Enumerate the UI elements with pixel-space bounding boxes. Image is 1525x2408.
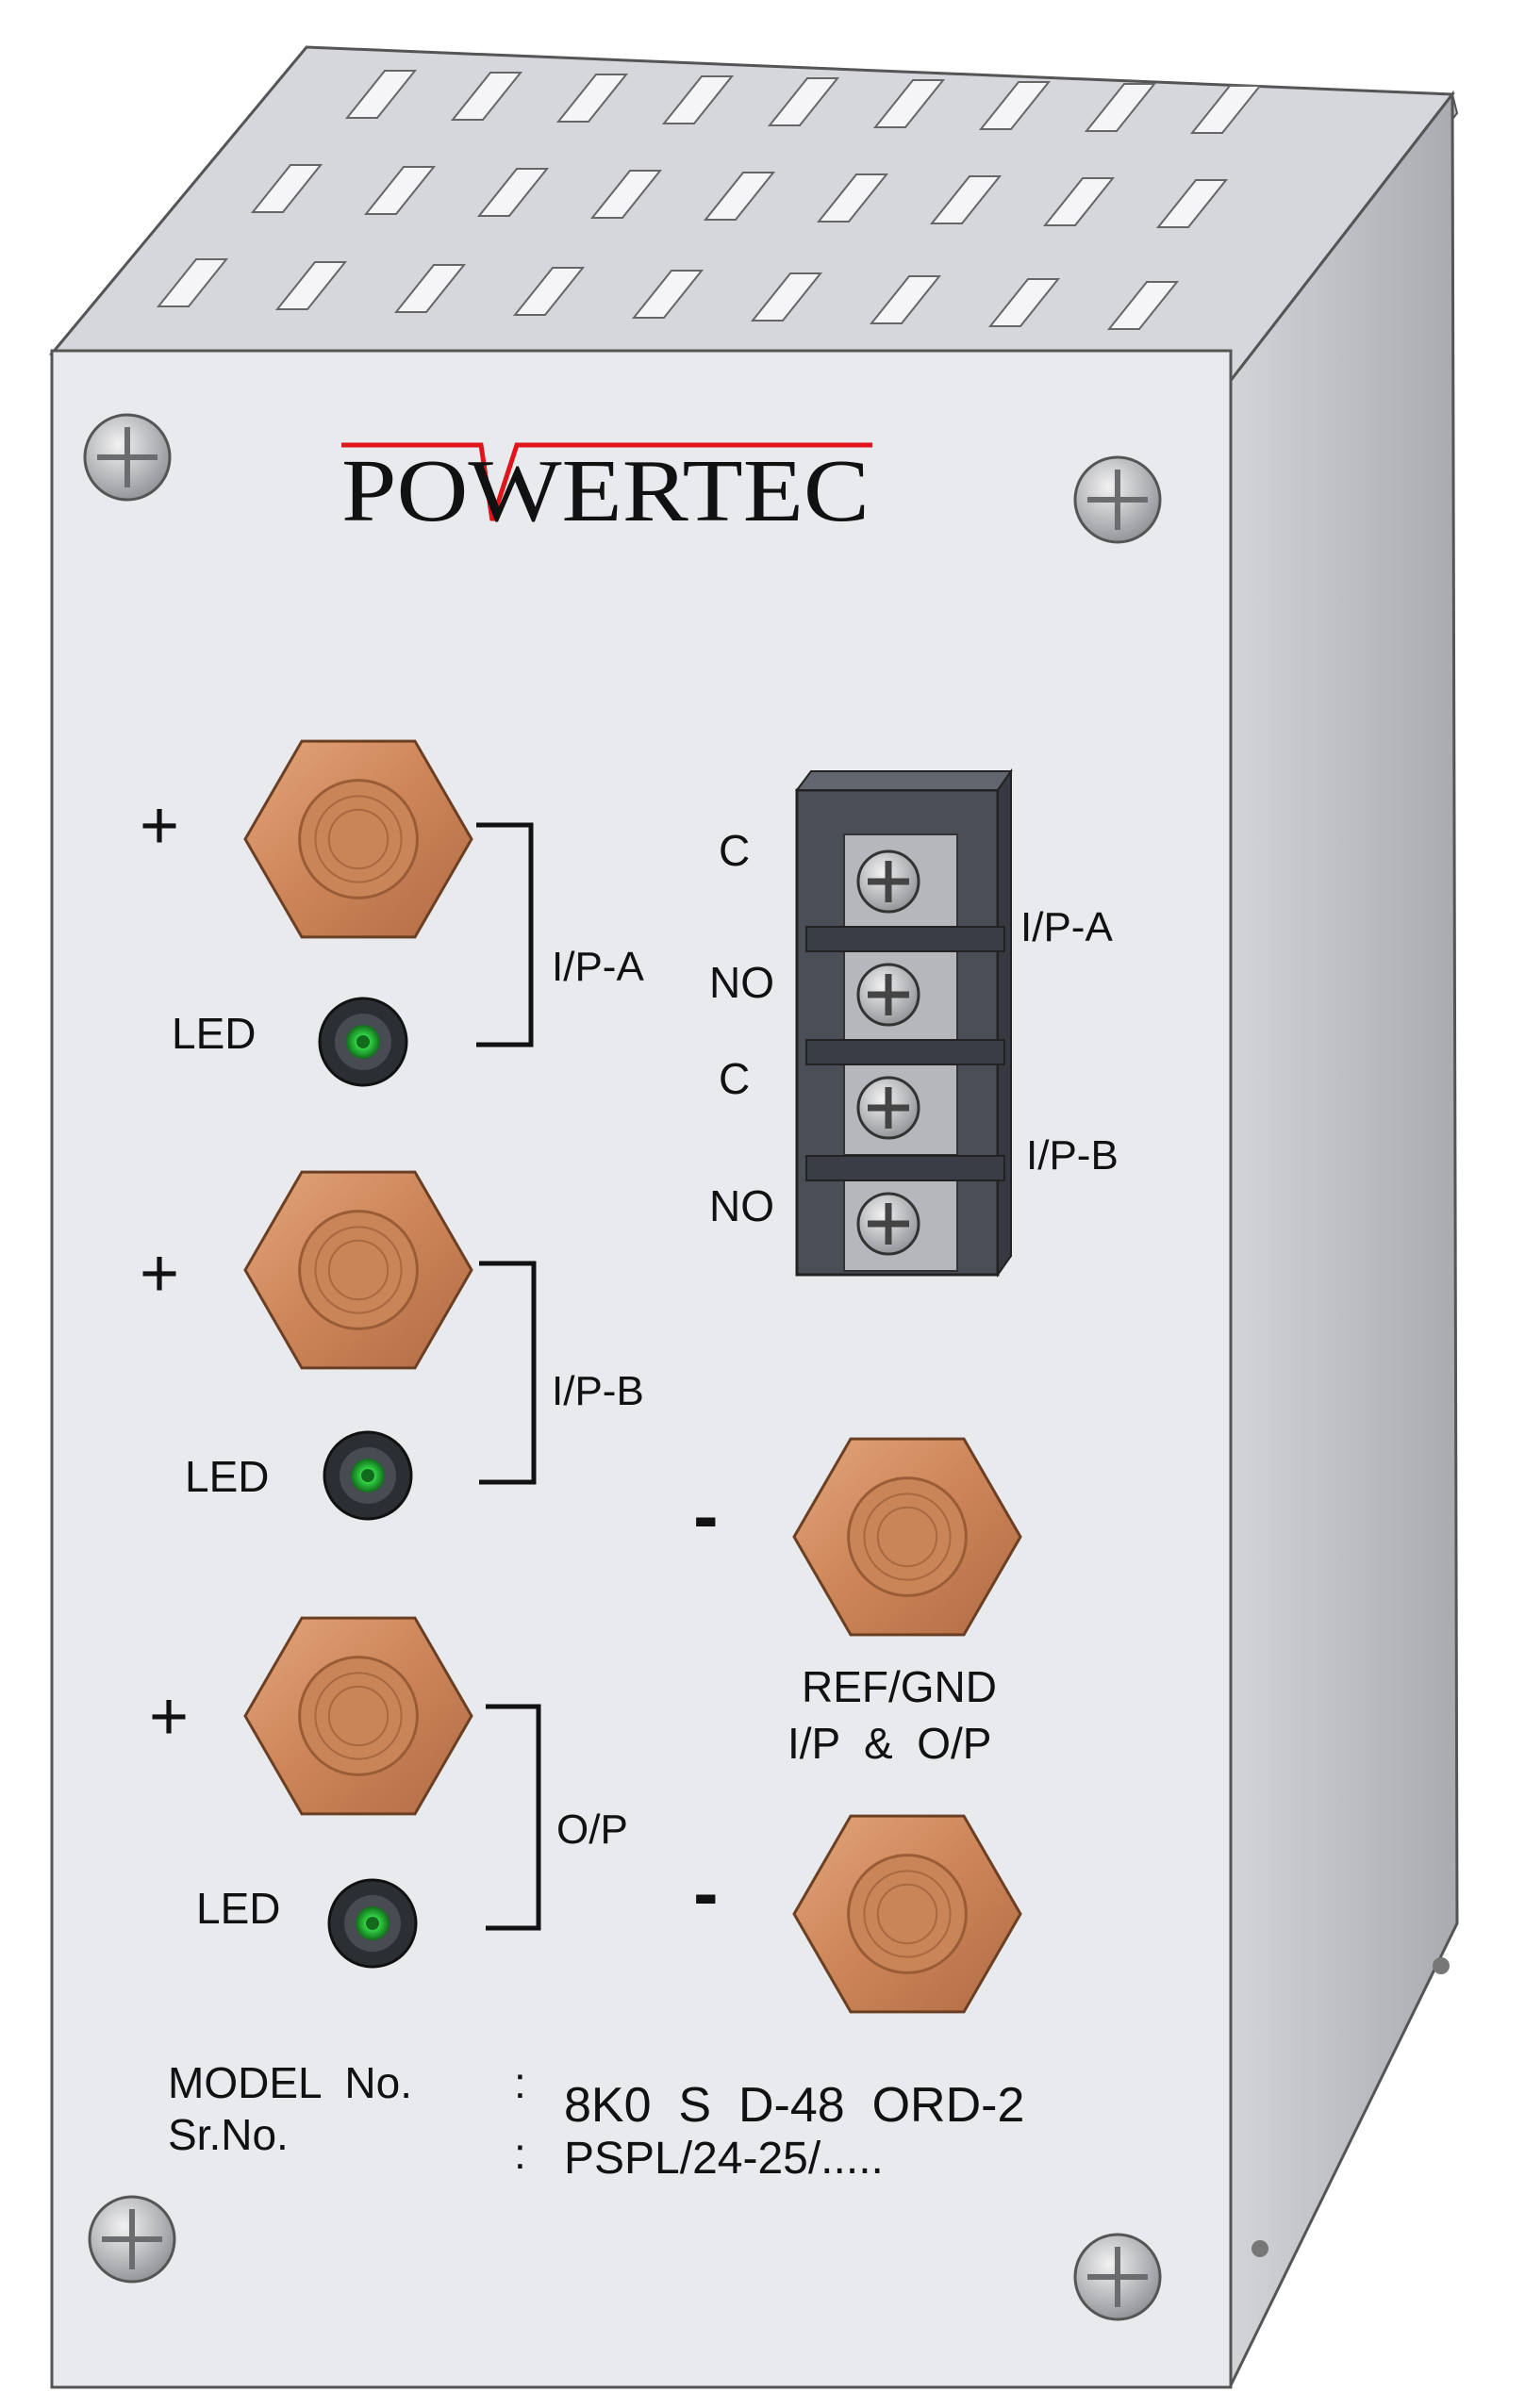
vent-slot xyxy=(1042,177,1116,226)
input-a-group: + I/P-A LED xyxy=(140,788,644,1058)
terminal-screw-icon[interactable] xyxy=(856,1192,920,1256)
vent-slot xyxy=(978,81,1052,130)
output-led-label: LED xyxy=(196,1884,280,1933)
vent-slot xyxy=(869,275,942,324)
input-b-polarity: + xyxy=(140,1236,179,1311)
brand-logo: POWERTEC xyxy=(341,442,872,540)
terminal-screw-icon[interactable] xyxy=(856,963,920,1027)
vent-slot xyxy=(363,166,437,215)
vent-slot xyxy=(589,170,663,219)
relay-group-a-label: I/P-A xyxy=(1020,904,1113,950)
output-polarity: + xyxy=(149,1679,189,1755)
input-a-led-icon xyxy=(318,997,408,1087)
vent-slot xyxy=(661,75,735,124)
ground-polarity-top: - xyxy=(693,1474,719,1558)
vent-slot xyxy=(987,278,1061,327)
ground-bottom-hex-terminal-icon[interactable] xyxy=(792,1814,1022,2014)
vent-slot xyxy=(393,264,467,313)
power-terminals xyxy=(243,739,1022,2014)
input-a-bracket xyxy=(476,822,534,1047)
serial-key: Sr.No. xyxy=(168,2110,289,2159)
input-b-hex-terminal-icon[interactable] xyxy=(243,1170,473,1370)
relay-group-b-label: I/P-B xyxy=(1026,1132,1119,1179)
vent-slot xyxy=(1189,85,1263,134)
input-b-label: I/P-B xyxy=(552,1368,644,1414)
corner-screws xyxy=(83,413,1162,2321)
output-led-icon xyxy=(327,1878,418,1969)
ground-label-line2: I/P & O/P xyxy=(787,1719,991,1768)
nameplate: MODEL No. : 8K0 S D-48 ORD-2 Sr.No. : PS… xyxy=(168,2058,1024,2184)
input-b-led-label: LED xyxy=(185,1452,269,1501)
vent-slot xyxy=(929,175,1003,224)
vent-slot xyxy=(512,267,586,316)
model-separator: : xyxy=(514,2058,526,2107)
input-b-group: + I/P-B LED xyxy=(140,1236,644,1501)
ground-group: - - REF/GND I/P & O/P xyxy=(693,1474,997,1935)
terminal-screw-icon[interactable] xyxy=(856,1076,920,1140)
screw-icon xyxy=(1073,2233,1162,2321)
input-a-led-label: LED xyxy=(172,1009,256,1058)
input-a-polarity: + xyxy=(140,788,179,864)
vent-slot xyxy=(250,164,323,213)
relay-contact-labels: C NO C NO I/P-A I/P-B xyxy=(709,826,1119,1230)
relay-terminal-block xyxy=(795,767,1013,1278)
brand-accent-line xyxy=(341,442,872,521)
output-label: O/P xyxy=(556,1806,628,1853)
front-panel xyxy=(50,349,1233,2389)
vent-slot xyxy=(816,173,889,223)
vent-slot xyxy=(750,272,823,322)
vent-slot xyxy=(344,70,418,119)
vent-slot xyxy=(703,172,776,221)
serial-value: PSPL/24-25/..... xyxy=(564,2134,884,2184)
vent-slot xyxy=(274,261,348,310)
screw-icon xyxy=(83,413,172,502)
input-b-led-icon xyxy=(323,1430,413,1521)
vent-slot xyxy=(156,258,229,307)
vent-slot xyxy=(555,74,629,123)
vent-slot xyxy=(476,168,550,217)
vent-slot xyxy=(1084,83,1157,132)
vent-slot xyxy=(631,270,704,319)
output-bracket xyxy=(486,1704,541,1931)
output-group: + O/P LED xyxy=(149,1679,628,1933)
vent-slot xyxy=(872,79,946,128)
contact-label-1: C xyxy=(719,826,750,875)
vent-slot xyxy=(1106,281,1180,330)
serial-separator: : xyxy=(514,2129,526,2178)
contact-label-3: C xyxy=(719,1054,750,1103)
screw-icon xyxy=(88,2195,176,2284)
ground-polarity-bottom: - xyxy=(693,1851,719,1935)
input-a-label: I/P-A xyxy=(552,944,644,990)
ventilation-slots xyxy=(156,70,1263,330)
contact-label-4: NO xyxy=(709,1181,774,1230)
ground-label-line1: REF/GND xyxy=(802,1662,997,1711)
model-value: 8K0 S D-48 ORD-2 xyxy=(564,2078,1024,2133)
input-a-hex-terminal-icon[interactable] xyxy=(243,739,473,939)
vent-slot xyxy=(450,72,523,121)
terminal-screw-icon[interactable] xyxy=(856,849,920,914)
vent-slot xyxy=(767,77,840,126)
enclosure-side xyxy=(1224,90,1459,2386)
input-b-bracket xyxy=(479,1261,537,1485)
output-hex-terminal-icon[interactable] xyxy=(243,1616,473,1816)
model-key: MODEL No. xyxy=(168,2058,412,2107)
brand-name: POWERTEC xyxy=(341,442,870,540)
contact-label-2: NO xyxy=(709,958,774,1007)
vent-slot xyxy=(1155,179,1229,228)
ground-top-hex-terminal-icon[interactable] xyxy=(792,1437,1022,1637)
screw-icon xyxy=(1073,455,1162,544)
